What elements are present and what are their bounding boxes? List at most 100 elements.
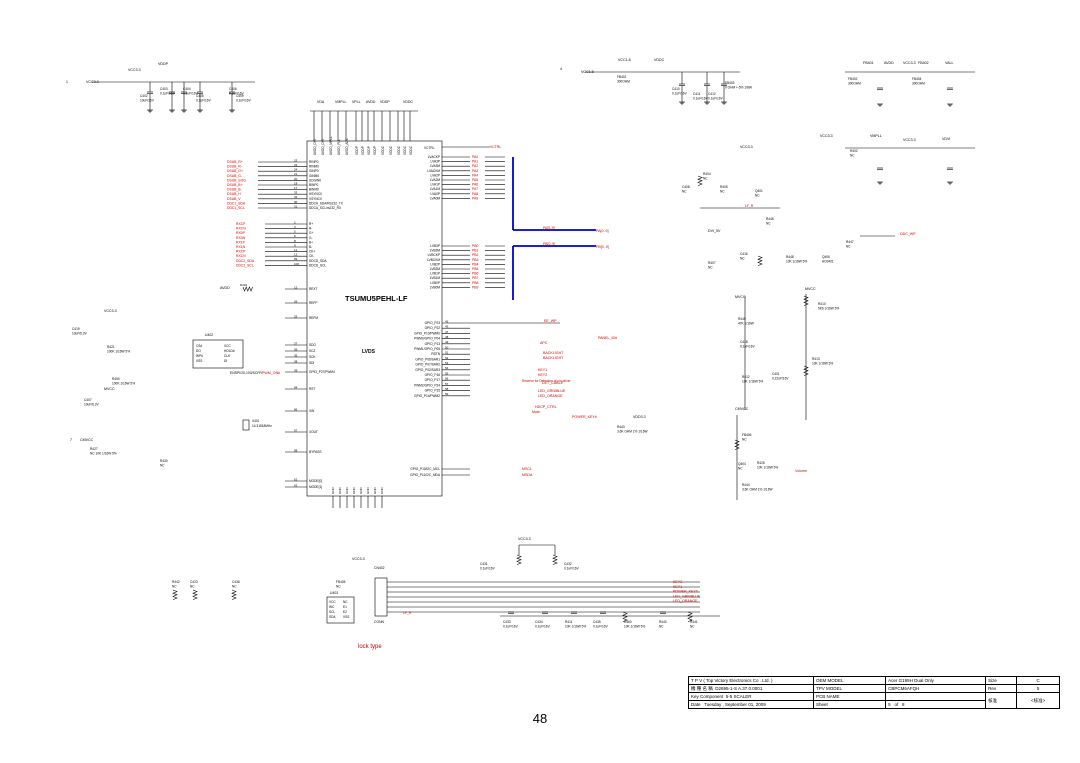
label: 36 [294, 347, 298, 351]
label: Mute [532, 410, 540, 414]
label: LVBCKM [427, 258, 440, 262]
label: BINM0 [309, 188, 319, 192]
label: NC [850, 154, 855, 158]
label: DSUB_G+ [227, 169, 243, 173]
label: DDCA_SCL/rs232_RX [309, 206, 342, 210]
label: 10K 1/16W 5% [624, 625, 645, 629]
label: R446 [766, 217, 774, 221]
label: FB405 [336, 580, 346, 584]
label: 98 [294, 448, 298, 452]
label: LVA2P [431, 173, 440, 177]
label: EE_WP [544, 319, 557, 323]
label: 10K 1/16W 5% [742, 380, 763, 384]
label: 0.1uF/16V [564, 567, 580, 571]
label: LVB2M [430, 267, 441, 271]
label: C407 [84, 398, 92, 402]
label: GPIO_P23 [425, 321, 441, 325]
label: PB2 [472, 253, 479, 257]
label: 300OHM [848, 82, 861, 86]
resistor [757, 255, 763, 266]
label: 5K6 1/16W 5% [818, 307, 839, 311]
title-block: T P V ( Top Victory Electronics Co . Ltd… [688, 676, 1060, 709]
label: VDA [317, 100, 325, 104]
label: C431 [480, 562, 488, 566]
label: BYPASS [309, 450, 322, 454]
size-label: Size [985, 676, 1018, 685]
label: RX0P [236, 231, 246, 235]
label: B- [309, 245, 312, 249]
pcb-name [885, 692, 987, 701]
label: VCC1.8 [618, 58, 631, 62]
label: AVDD [884, 61, 894, 65]
label: RSTN [431, 352, 440, 356]
label: PA7 [472, 187, 478, 191]
label: Q406 [822, 255, 830, 259]
label: WP# [196, 354, 203, 358]
label: 57 [445, 382, 449, 386]
label: FB401 [617, 75, 627, 79]
label: FB403 [725, 81, 735, 85]
label: NC [190, 585, 195, 589]
label: LVB2P [430, 262, 440, 266]
label: PB8 [472, 281, 479, 285]
label: 47K 1/16W [738, 322, 754, 326]
label: PA[0..9] [543, 226, 555, 230]
label: SCL [329, 610, 335, 614]
label: AVDD [366, 100, 376, 104]
label: C405 [196, 94, 204, 98]
label: NC [160, 464, 165, 468]
label: FB406 [742, 433, 752, 437]
label: AVDD_MPLL [329, 136, 333, 155]
sheet-of: 5 of 8 [885, 700, 987, 709]
sheet-label: Sheet [812, 700, 887, 709]
label: R440 [659, 620, 667, 624]
label: 15 [294, 285, 298, 289]
label: VMPLL [870, 134, 882, 138]
label: CMVCC [735, 407, 749, 411]
label: R401 [240, 283, 248, 287]
label: C418 [740, 340, 748, 344]
label: VDVI [942, 137, 950, 141]
label: GPIO_P15 [425, 389, 441, 393]
label: PA9 [472, 196, 478, 200]
label: VCC3.3 [86, 80, 99, 84]
label: PWM0/GPIO_P04 [414, 337, 440, 341]
resistor [192, 589, 198, 600]
label: 0 OHM +-5% 1/8W [725, 86, 752, 90]
label: NC [343, 600, 348, 604]
label: GPIO_P02/SAR3 [415, 368, 440, 372]
label: BACKLIGHT [543, 356, 564, 360]
label: R412 [742, 375, 750, 379]
label: RST [309, 387, 315, 391]
label: CLK [224, 354, 231, 358]
label: R447 [846, 240, 854, 244]
label: G+ [309, 231, 313, 235]
label: LF_R [403, 611, 412, 615]
resistor [697, 175, 703, 186]
label: VDDP [380, 100, 390, 104]
label: NC [742, 438, 747, 442]
label: DDCD_SCL [309, 263, 326, 267]
label: MODE[1] [309, 485, 322, 489]
oem-model-label: OEM MODEL [812, 676, 887, 685]
label: GND [331, 487, 335, 495]
label: U403 [330, 591, 338, 595]
label: C434 [535, 620, 543, 624]
label: R413 [812, 357, 820, 361]
label: DSUB_B- [227, 188, 242, 192]
label: AVDD_PLL [337, 139, 341, 155]
label: 21 [294, 172, 298, 176]
label: DDC2_SDA [236, 259, 255, 263]
label: R402 [850, 149, 858, 153]
connector [374, 577, 388, 617]
label: VSYNC0 [309, 197, 322, 201]
label: VMPLL [335, 100, 347, 104]
label: 96 [294, 407, 298, 411]
label: 33 [294, 191, 298, 195]
label: LVA0P [431, 192, 440, 196]
label: VCC3.3 [104, 309, 117, 313]
label: CONN [374, 620, 385, 624]
label: 51 [445, 351, 449, 355]
label: 0.1uF/16V [740, 345, 756, 349]
